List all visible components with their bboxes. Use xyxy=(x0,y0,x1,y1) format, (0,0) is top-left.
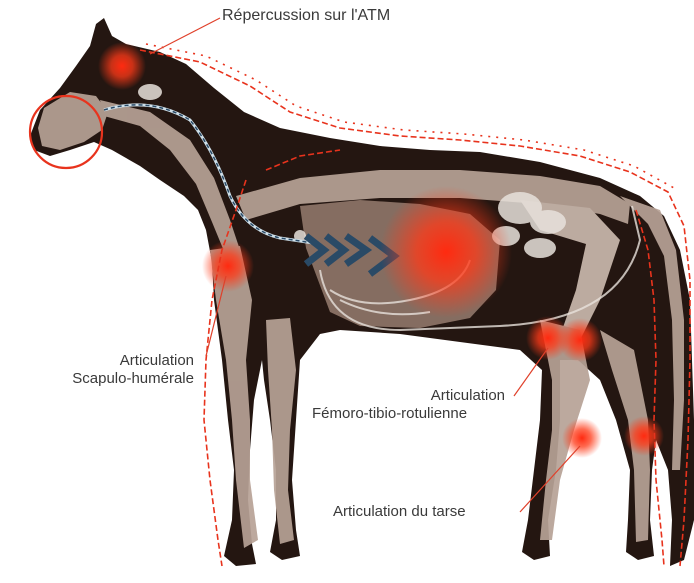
label-scapulo-line1: Articulation xyxy=(72,352,194,370)
label-femoro-line1: Articulation xyxy=(312,387,505,405)
leader-atm xyxy=(150,18,220,54)
label-femoro-tibio-rotulienne: Articulation Fémoro-tibio-rotulienne xyxy=(312,387,505,423)
pain-tarse-left xyxy=(562,418,602,458)
label-atm: Répercussion sur l'ATM xyxy=(222,7,390,25)
pain-tarse-right xyxy=(624,416,664,456)
pain-stomach xyxy=(380,186,512,318)
pain-atm xyxy=(98,42,146,90)
label-scapulo-line2: Scapulo-humérale xyxy=(72,370,194,388)
pain-scapulo xyxy=(202,240,254,292)
label-tarse: Articulation du tarse xyxy=(333,503,466,521)
label-scapulo-humerale: Articulation Scapulo-humérale xyxy=(72,352,194,388)
label-femoro-line2: Fémoro-tibio-rotulienne xyxy=(312,405,467,422)
pain-stifle-right xyxy=(558,318,602,362)
